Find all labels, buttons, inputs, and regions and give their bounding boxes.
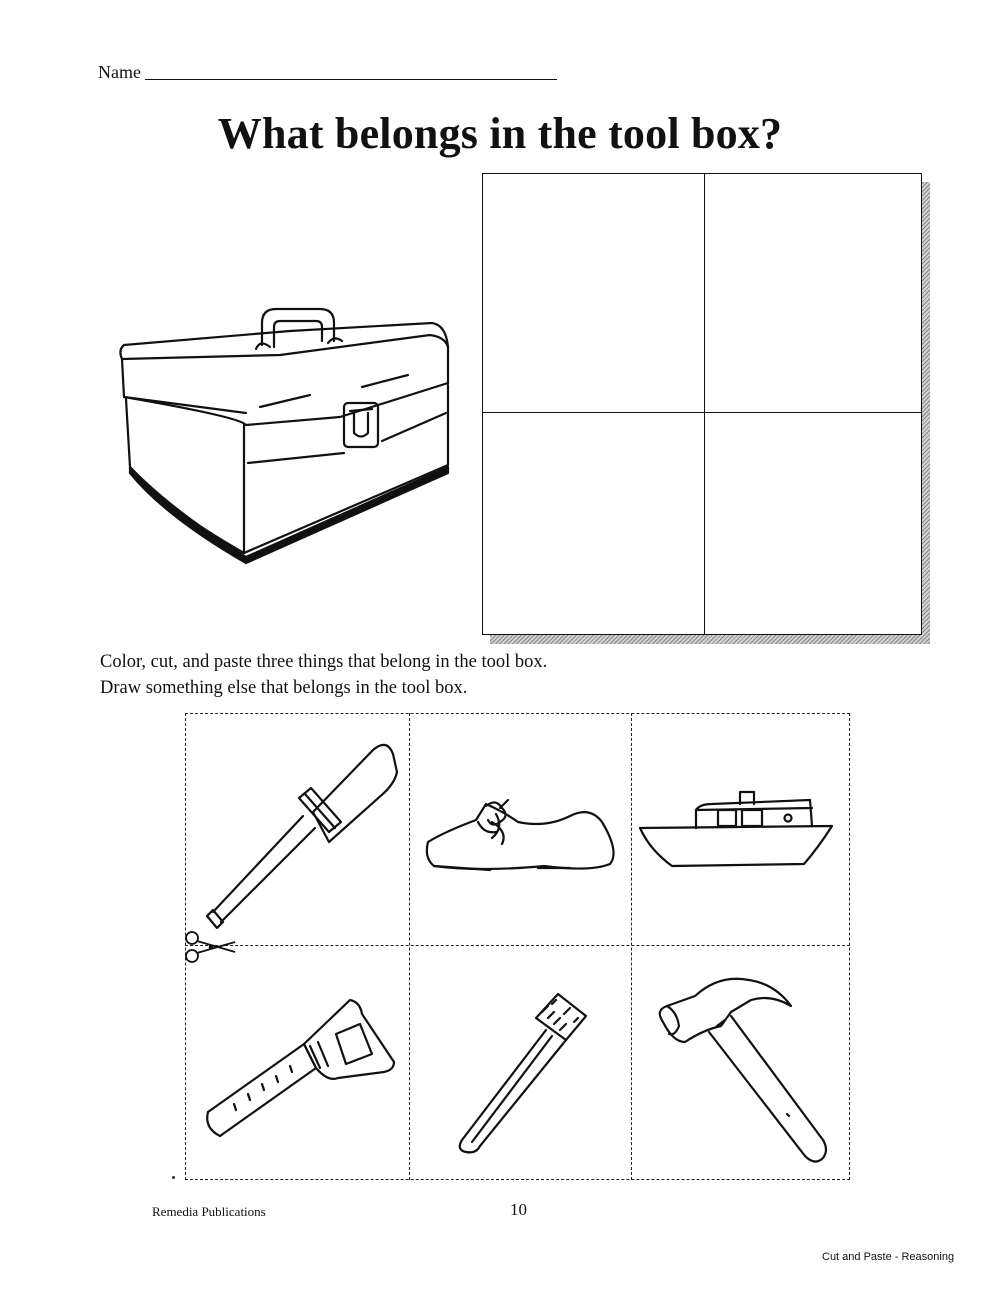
page-number: 10 [510, 1200, 527, 1219]
name-label: Name [98, 62, 141, 82]
paste-grid-divider-vertical [704, 173, 705, 635]
toolbox-icon [119, 307, 450, 565]
toothbrush-icon[interactable] [448, 978, 618, 1158]
hammer-icon[interactable] [655, 970, 845, 1170]
cut-line-horizontal [185, 945, 850, 946]
boat-icon[interactable] [636, 790, 836, 880]
stray-mark [172, 1176, 175, 1179]
shoe-icon[interactable] [420, 792, 620, 882]
page-title: What belongs in the tool box? [217, 109, 783, 158]
cut-out-grid[interactable] [185, 713, 850, 1180]
name-write-line[interactable] [144, 79, 557, 80]
scissors-icon [185, 931, 236, 963]
saw-icon[interactable] [200, 998, 400, 1148]
name-field[interactable]: Name [98, 62, 557, 83]
cut-line-vertical-2 [631, 713, 632, 1180]
cut-line-vertical-1 [409, 713, 410, 1180]
paste-grid[interactable] [482, 173, 922, 635]
instruction-line-1: Color, cut, and paste three things that … [100, 652, 548, 672]
paste-grid-divider-horizontal [482, 412, 922, 413]
series-title: Cut and Paste - Reasoning [822, 1251, 955, 1263]
screwdriver-icon[interactable] [195, 732, 400, 937]
instruction-line-2: Draw something else that belongs in the … [100, 678, 468, 698]
publisher-credit: Remedia Publications [152, 1204, 266, 1219]
